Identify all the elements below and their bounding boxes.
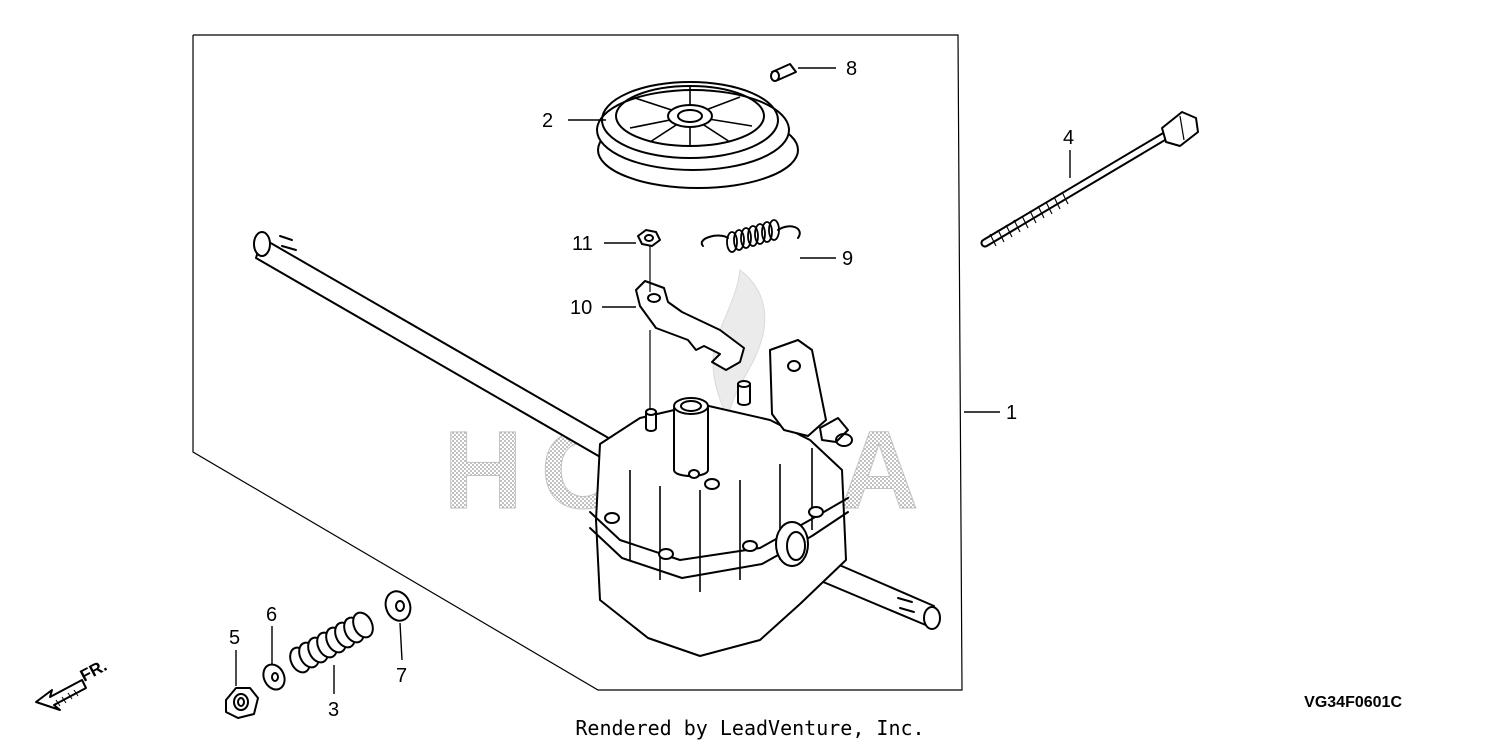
spring-part-9: [700, 219, 801, 253]
arrow-left-icon: [35, 679, 87, 711]
bracket-part-10: [635, 246, 745, 412]
callout-4: 4: [1063, 127, 1074, 149]
front-direction-arrow: FR.: [35, 656, 110, 711]
pulley-part-2: [596, 81, 799, 189]
washer-part-7: [384, 590, 412, 622]
bolt-part-4: [980, 111, 1199, 248]
coil-spring-part-3: [289, 611, 374, 674]
diagram-code: VG34F0601C: [1304, 694, 1402, 711]
callout-3: 3: [328, 699, 339, 721]
leader-lines: [235, 67, 1071, 694]
callout-1: 1: [1006, 402, 1017, 424]
callout-6: 6: [266, 604, 277, 626]
pin-part-8: [770, 63, 797, 82]
callout-10: 10: [570, 297, 592, 319]
callout-11: 11: [572, 233, 593, 255]
nut-part-11: [637, 229, 661, 247]
nut-part-5: [225, 687, 259, 719]
callout-numbers: 1 2 3 4 5 6 7 8 9 10 11: [229, 58, 1074, 721]
transmission-part-1: [253, 231, 941, 657]
callout-2: 2: [542, 110, 553, 132]
callout-9: 9: [842, 248, 853, 270]
washer-part-6: [262, 663, 286, 691]
assembly-outline-box: [192, 34, 963, 691]
callout-8: 8: [846, 58, 857, 80]
callout-7: 7: [396, 665, 407, 687]
callout-5: 5: [229, 627, 240, 649]
render-credit: Rendered by LeadVenture, Inc.: [575, 716, 925, 740]
